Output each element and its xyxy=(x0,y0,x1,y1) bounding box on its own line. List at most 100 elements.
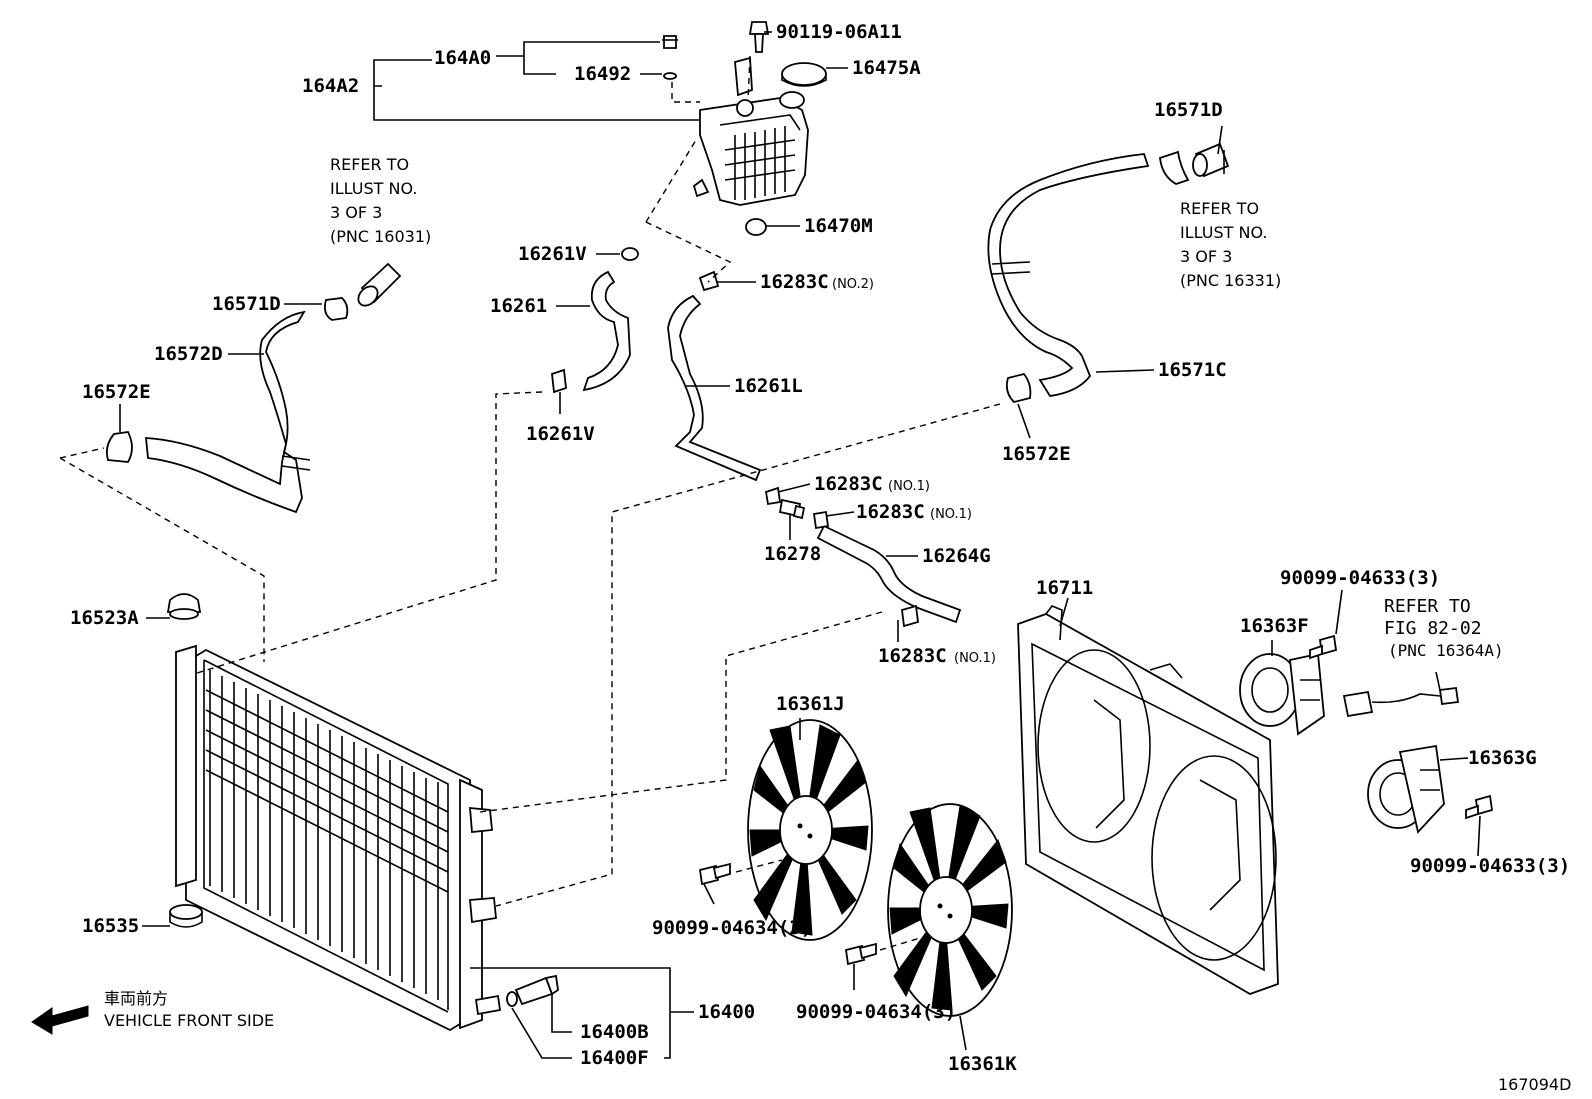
wire-harness xyxy=(1342,686,1460,718)
valve-16278 xyxy=(778,498,806,520)
motor-16363F xyxy=(1239,652,1325,736)
label-16400F: 16400F xyxy=(580,1047,649,1069)
note-right-line-3: 3 OF 3 xyxy=(1180,247,1232,266)
label-16470M: 16470M xyxy=(804,215,873,237)
fan-16361J xyxy=(747,719,873,941)
label-16571D-right: 16571D xyxy=(1154,99,1223,121)
label-164A0: 164A0 xyxy=(434,47,491,69)
qualifier-no1-c: (NO.1) xyxy=(954,651,996,666)
hose-16572D xyxy=(144,310,311,514)
leader-lines xyxy=(119,31,1481,1059)
label-16283C-a: 16283C xyxy=(814,473,883,495)
shroud-16711 xyxy=(1017,605,1279,995)
reference-notes: REFER TO ILLUST NO. 3 OF 3 (PNC 16031) R… xyxy=(330,155,1504,660)
label-16400: 16400 xyxy=(698,1001,755,1023)
note-right-line-1: REFER TO xyxy=(1180,199,1259,218)
label-16572D: 16572D xyxy=(154,343,223,365)
dashed-lines xyxy=(59,139,1001,951)
front-label-en: VEHICLE FRONT SIDE xyxy=(104,1011,274,1030)
note-fig-line-2: FIG 82-02 xyxy=(1384,618,1482,639)
bolt-90119 xyxy=(748,21,770,53)
hose-16261L xyxy=(667,294,762,482)
reservoir-tank xyxy=(692,56,809,206)
label-16261V-bottom: 16261V xyxy=(526,423,595,445)
label-90099-04634-b: 90099-04634(3) xyxy=(796,1001,956,1023)
label-16572E-right: 16572E xyxy=(1002,443,1071,465)
clamp-16261V-top xyxy=(621,247,639,261)
note-left-line-4: (PNC 16031) xyxy=(330,227,431,246)
pipe-stub-left xyxy=(357,262,402,307)
label-16283C-b: 16283C xyxy=(856,501,925,523)
part-labels: 164A0 164A2 16492 90119-06A11 16475A 164… xyxy=(70,21,1571,1094)
qualifier-no1-b: (NO.1) xyxy=(930,507,972,522)
label-16571C: 16571C xyxy=(1158,359,1227,381)
note-fig-line-1: REFER TO xyxy=(1384,596,1471,617)
clamp-16572E-left xyxy=(105,431,133,463)
label-16264G: 16264G xyxy=(922,545,991,567)
label-16283C-no2: 16283C xyxy=(760,271,829,293)
label-16475A: 16475A xyxy=(852,57,921,79)
cushion-16535 xyxy=(169,904,203,928)
hose-16264G xyxy=(816,524,962,624)
label-90119-06A11: 90119-06A11 xyxy=(776,21,902,43)
screw-fan-a xyxy=(698,862,731,886)
label-90099-04633-top: 90099-04633(3) xyxy=(1280,567,1440,589)
clamp-16283C-b xyxy=(812,510,830,530)
screw-motor-bottom xyxy=(1465,794,1494,820)
label-16261V-top: 16261V xyxy=(518,243,587,265)
clamp-16572E-right xyxy=(1005,372,1032,403)
hose-16261 xyxy=(582,270,631,392)
label-16361J: 16361J xyxy=(776,693,845,715)
arrow-left-icon xyxy=(31,1005,89,1035)
qualifier-no2: (NO.2) xyxy=(832,277,874,292)
gasket-16492 xyxy=(663,72,677,80)
fan-16361K xyxy=(887,803,1013,1017)
label-16523A: 16523A xyxy=(70,607,139,629)
note-right-line-4: (PNC 16331) xyxy=(1180,271,1281,290)
diagram-number: 167094D xyxy=(1498,1075,1571,1094)
clamp-16283C-a xyxy=(764,486,782,506)
label-16535: 16535 xyxy=(82,915,139,937)
label-16363G: 16363G xyxy=(1468,747,1537,769)
note-right-line-2: ILLUST NO. xyxy=(1180,223,1267,242)
note-left-line-3: 3 OF 3 xyxy=(330,203,382,222)
qualifier-no1-a: (NO.1) xyxy=(888,479,930,494)
cap-164A0 xyxy=(662,35,678,49)
note-fig-line-3: (PNC 16364A) xyxy=(1388,641,1504,660)
label-16261: 16261 xyxy=(490,295,547,317)
label-16572E-left: 16572E xyxy=(82,381,151,403)
label-16363F: 16363F xyxy=(1240,615,1309,637)
clamp-16571D-left xyxy=(323,297,349,321)
label-164A2: 164A2 xyxy=(302,75,359,97)
screw-fan-b xyxy=(844,942,877,966)
pipe-stub-right xyxy=(1192,142,1230,178)
label-16711: 16711 xyxy=(1036,577,1093,599)
label-90099-04633-bottom: 90099-04633(3) xyxy=(1410,855,1570,877)
motor-16363G xyxy=(1367,744,1445,834)
plug-16470M xyxy=(745,218,767,236)
dash-90119 xyxy=(747,55,751,101)
note-left-line-2: ILLUST NO. xyxy=(330,179,417,198)
hose-16571C xyxy=(987,153,1150,397)
clamp-16261V-bottom xyxy=(551,368,567,394)
clamp-16283C-c xyxy=(901,604,919,628)
dash-16492 xyxy=(671,82,700,103)
label-16492: 16492 xyxy=(574,63,631,85)
reservoir-cap xyxy=(781,62,827,87)
label-16278: 16278 xyxy=(764,543,821,565)
label-16261L: 16261L xyxy=(734,375,803,397)
label-16400B: 16400B xyxy=(580,1021,649,1043)
note-left-line-1: REFER TO xyxy=(330,155,409,174)
oring-16400F xyxy=(506,991,518,1007)
label-16283C-c: 16283C xyxy=(878,645,947,667)
clamp-16571D-right xyxy=(1159,150,1190,185)
label-90099-04634-a: 90099-04634(3) xyxy=(652,917,812,939)
front-label-jp: 車両前方 xyxy=(104,989,168,1008)
cap-16523A xyxy=(166,593,202,620)
vehicle-front-indicator: 車両前方 VEHICLE FRONT SIDE xyxy=(31,989,274,1035)
screw-motor-top xyxy=(1309,634,1338,660)
label-16571D-left: 16571D xyxy=(212,293,281,315)
radiator xyxy=(175,644,502,1032)
label-16361K: 16361K xyxy=(948,1053,1017,1075)
